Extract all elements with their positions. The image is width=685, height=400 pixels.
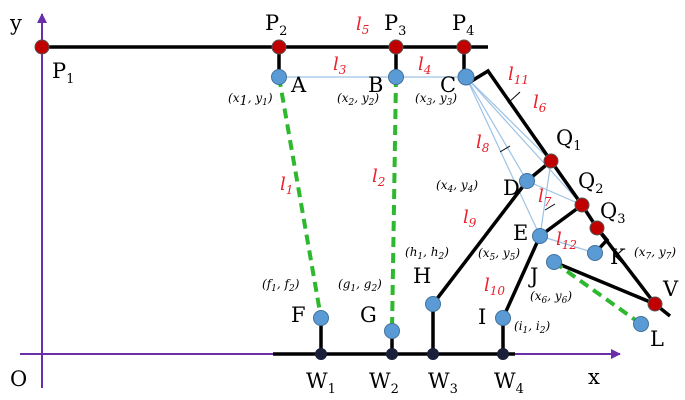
p1-label: P1 [52, 59, 74, 87]
coord-i: (i1, i2) [514, 319, 550, 336]
l-label: L [650, 327, 664, 351]
coord-j: (x6, y6) [530, 289, 572, 306]
x-axis-label: x [588, 365, 600, 389]
link-label-l11: l11 [508, 64, 529, 87]
coord-g: (g1, g2) [338, 277, 382, 294]
y-axis-label: y [9, 11, 22, 35]
link-label-l10: l10 [484, 275, 505, 298]
p4-label: P4 [452, 11, 474, 39]
h-label: H [413, 264, 431, 288]
g-label: G [360, 303, 377, 327]
j-label: J [528, 264, 538, 288]
w3-label: W3 [428, 369, 458, 397]
coord-d: (x4, y4) [436, 178, 478, 195]
coord-e: (x5, y5) [478, 246, 520, 263]
p3-label: P3 [384, 11, 406, 39]
q3-label: Q3 [600, 199, 626, 227]
link-label-l3: l3 [333, 54, 347, 77]
link-label-l6: l6 [533, 92, 547, 115]
v-label: V [662, 277, 679, 301]
p2-label: P2 [265, 11, 287, 39]
link-label-l5: l5 [356, 14, 369, 37]
b-label: B [368, 73, 383, 97]
i-label: I [478, 305, 486, 329]
coord-a: (x1, y1) [228, 91, 273, 109]
link-label-l9: l9 [463, 207, 477, 230]
link-label-l4: l4 [418, 54, 431, 77]
c-label: C [440, 73, 456, 97]
ground-joints [315, 348, 509, 360]
link-label-l2: l2 [372, 166, 385, 189]
w1-label: W1 [306, 369, 336, 397]
q1-label: Q1 [556, 126, 582, 154]
w2-label: W2 [369, 369, 399, 397]
link-label-l1: l1 [280, 174, 293, 197]
f-label: F [291, 303, 306, 327]
a-label: A [290, 73, 307, 97]
blue-joints [271, 68, 649, 339]
coord-k: (x7, y7) [634, 245, 676, 262]
origin-label: O [10, 367, 27, 391]
link-label-l7: l7 [538, 186, 552, 209]
link-tick-marks [499, 91, 556, 211]
k-label: K [610, 245, 626, 269]
w4-label: W4 [494, 369, 524, 397]
link-label-l12: l12 [556, 229, 577, 252]
e-label: E [513, 221, 528, 245]
coord-f: (f1, f2) [262, 277, 300, 294]
coord-b: (x2, y2) [337, 91, 379, 108]
d-label: D [503, 176, 520, 200]
coord-h: (h1, h2) [405, 245, 449, 262]
dashed-links [277, 76, 643, 332]
red-joints [34, 39, 663, 312]
q2-label: Q2 [578, 169, 604, 197]
link-label-l8: l8 [476, 132, 490, 155]
